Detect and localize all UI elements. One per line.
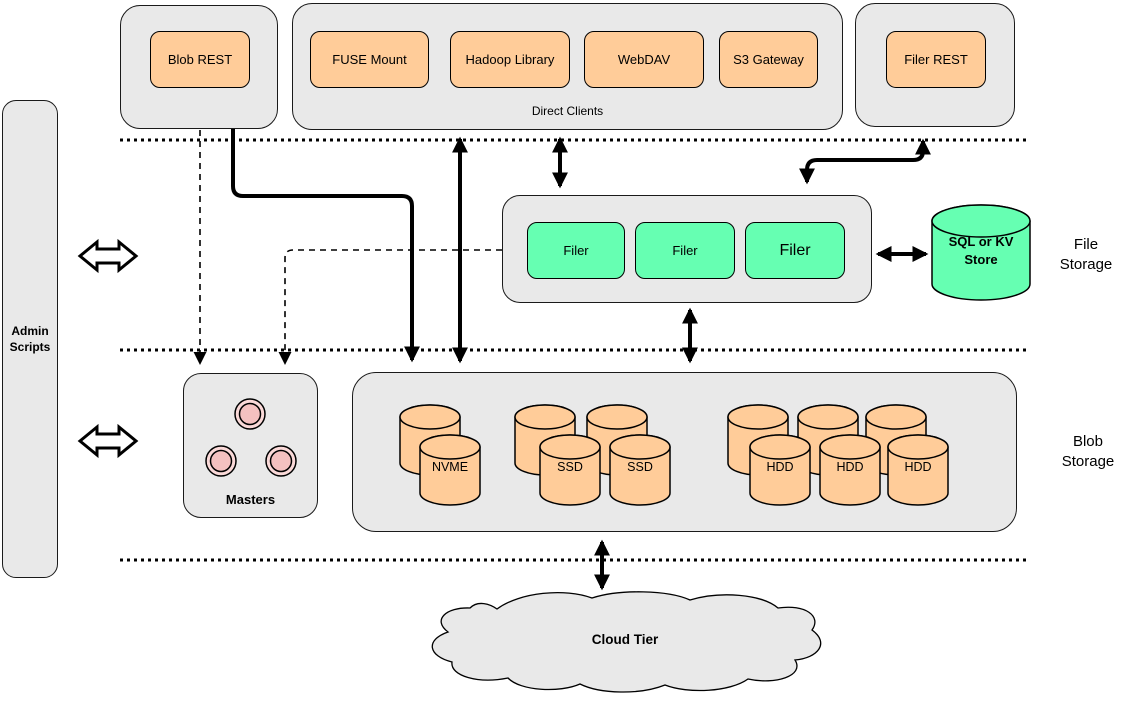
master-node-icons <box>205 398 297 477</box>
arrow-filerrest-filers <box>799 138 931 185</box>
admin-scripts-panel <box>2 100 58 578</box>
filer-node-2: Filer <box>635 222 735 279</box>
admin-scripts-label: Admin Scripts <box>9 323 51 354</box>
arrow-blobrest-to-blobstorage <box>231 129 420 363</box>
admin-blobstorage-double-arrow <box>77 423 139 459</box>
ssd-label-2: SSD <box>627 459 653 474</box>
nvme-cylinder-front <box>419 434 481 506</box>
hdd-label-3: HDD <box>904 459 932 474</box>
direct-clients-caption: Direct Clients <box>531 103 604 118</box>
ssd-cylinder-front-2 <box>609 434 671 506</box>
filer-node-3: Filer <box>745 222 845 279</box>
ssd-label-1: SSD <box>557 459 583 474</box>
cloud-shape <box>431 591 822 693</box>
fuse-mount-node: FUSE Mount <box>310 31 429 88</box>
s3-gateway-node: S3 Gateway <box>719 31 818 88</box>
blob-rest-node: Blob REST <box>150 31 250 88</box>
blob-storage-section-label: Blob Storage <box>1061 432 1115 470</box>
nvme-label: NVME <box>431 459 469 474</box>
hdd-label-1: HDD <box>766 459 794 474</box>
ssd-cylinder-front-1 <box>539 434 601 506</box>
masters-container <box>183 373 318 518</box>
masters-label: Masters <box>225 492 276 508</box>
hdd-cylinder-front-2 <box>819 434 881 506</box>
hadoop-library-node: Hadoop Library <box>450 31 570 88</box>
admin-filestorage-double-arrow <box>77 238 139 274</box>
webdav-node: WebDAV <box>584 31 704 88</box>
sql-kv-store-cylinder <box>931 204 1031 301</box>
sql-kv-store-label: SQL or KV Store <box>948 234 1014 267</box>
dashed-filers-masters <box>278 249 502 365</box>
file-storage-section-label: File Storage <box>1059 235 1113 273</box>
filer-node-1: Filer <box>527 222 625 279</box>
hdd-cylinder-front-3 <box>887 434 949 506</box>
hdd-label-2: HDD <box>836 459 864 474</box>
hdd-cylinder-front-1 <box>749 434 811 506</box>
filer-rest-node: Filer REST <box>886 31 986 88</box>
cloud-tier-label: Cloud Tier <box>591 631 659 647</box>
